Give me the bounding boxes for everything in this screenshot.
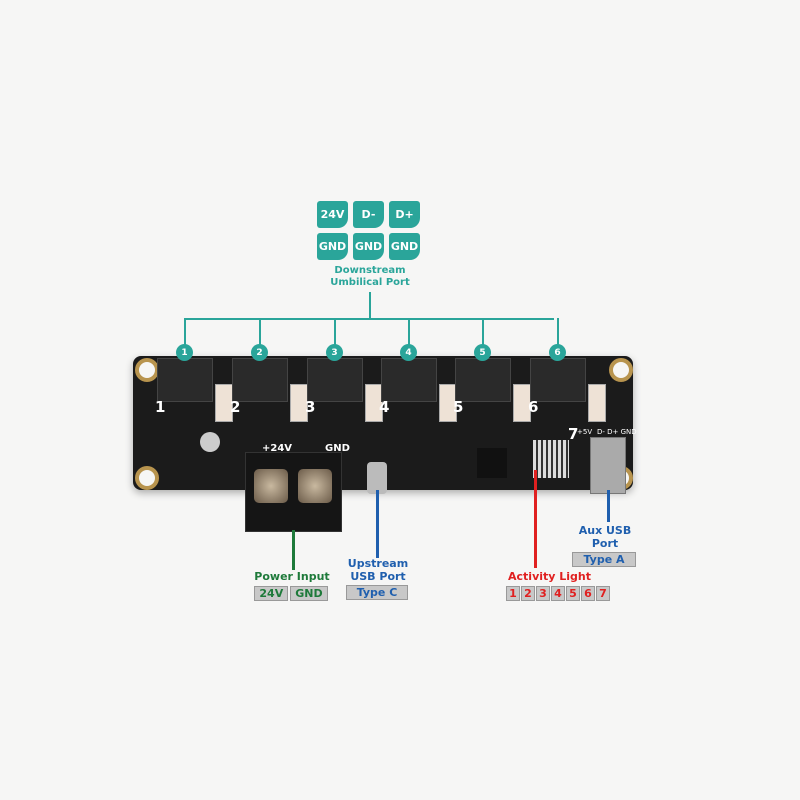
aux-line [607, 490, 610, 522]
power-tag-24v: 24V [254, 586, 289, 601]
teal-drop-line [184, 318, 186, 346]
upstream-line2: USB Port [350, 570, 406, 583]
usb-c-connector [367, 462, 387, 494]
pin-gnd-1: GND [317, 233, 348, 260]
downstream-port-connector [157, 358, 213, 402]
power-terminal-block [245, 452, 342, 532]
downstream-port-connector [232, 358, 288, 402]
downstream-port-connector [455, 358, 511, 402]
aux-tag: Type A [572, 552, 636, 567]
port-number-badge: 1 [176, 344, 193, 361]
upstream-tag: Type C [345, 585, 409, 600]
activity-title: Activity Light [508, 570, 592, 583]
teal-drop-line [482, 318, 484, 346]
fuse [290, 384, 308, 422]
fuse [215, 384, 233, 422]
capacitor [200, 432, 220, 452]
silk-1: 1 [155, 398, 166, 416]
usb-hub-chip [477, 448, 507, 478]
downstream-label-line1: Downstream [334, 265, 406, 276]
teal-connector-line [369, 292, 371, 319]
activity-led-tag: 3 [536, 586, 550, 601]
mount-hole [135, 358, 159, 382]
screw-icon [254, 469, 288, 503]
silk-5v: +5V [577, 428, 593, 436]
activity-leds-array [533, 440, 569, 478]
mount-hole [609, 358, 633, 382]
screw-icon [298, 469, 332, 503]
silk-4: 4 [379, 398, 390, 416]
port-number-badge: 3 [326, 344, 343, 361]
upstream-line1: Upstream [347, 557, 409, 570]
silk-6: 6 [528, 398, 539, 416]
silk-3: 3 [305, 398, 316, 416]
power-tag-gnd: GND [290, 586, 328, 601]
downstream-port-connector [307, 358, 363, 402]
port-number-badge: 2 [251, 344, 268, 361]
fuse [513, 384, 531, 422]
activity-led-tag: 1 [506, 586, 520, 601]
aux-title: Aux USB Port [578, 524, 632, 550]
aux-usb-label: Aux USB Port Type A [565, 524, 645, 567]
pin-24v: 24V [317, 201, 348, 228]
upstream-label: Upstream USB Port Type C [343, 557, 413, 600]
port-number-badge: 4 [400, 344, 417, 361]
silk-5: 5 [453, 398, 464, 416]
mount-hole [135, 466, 159, 490]
port-number-badge: 5 [474, 344, 491, 361]
downstream-port-connector [530, 358, 586, 402]
fuse [439, 384, 457, 422]
upstream-line [376, 490, 379, 558]
fuse [365, 384, 383, 422]
silk-7: 7 [568, 425, 579, 443]
pin-gnd-3: GND [389, 233, 420, 260]
teal-bus-line [184, 318, 554, 320]
downstream-label: Downstream Umbilical Port [300, 265, 440, 289]
usb-a-connector [590, 437, 626, 494]
silk-usb-pins: D- D+ GND [597, 428, 637, 436]
activity-led-tag: 5 [566, 586, 580, 601]
power-line [292, 530, 295, 570]
silk-gnd: GND [325, 443, 350, 454]
activity-led-tag: 6 [581, 586, 595, 601]
teal-drop-line [259, 318, 261, 346]
activity-line [534, 470, 537, 568]
silk-24v: +24V [262, 443, 293, 454]
pin-gnd-2: GND [353, 233, 384, 260]
pin-d-minus: D- [353, 201, 384, 228]
activity-led-tag: 7 [596, 586, 610, 601]
downstream-port-connector [381, 358, 437, 402]
teal-drop-line [334, 318, 336, 346]
activity-led-tag: 2 [521, 586, 535, 601]
teal-drop-line [408, 318, 410, 346]
activity-led-tag: 4 [551, 586, 565, 601]
downstream-label-line2: Umbilical Port [330, 277, 410, 288]
power-title: Power Input [254, 570, 330, 583]
fuse [588, 384, 606, 422]
pin-d-plus: D+ [389, 201, 420, 228]
port-number-badge: 6 [549, 344, 566, 361]
teal-drop-line [557, 318, 559, 346]
silk-2: 2 [230, 398, 241, 416]
